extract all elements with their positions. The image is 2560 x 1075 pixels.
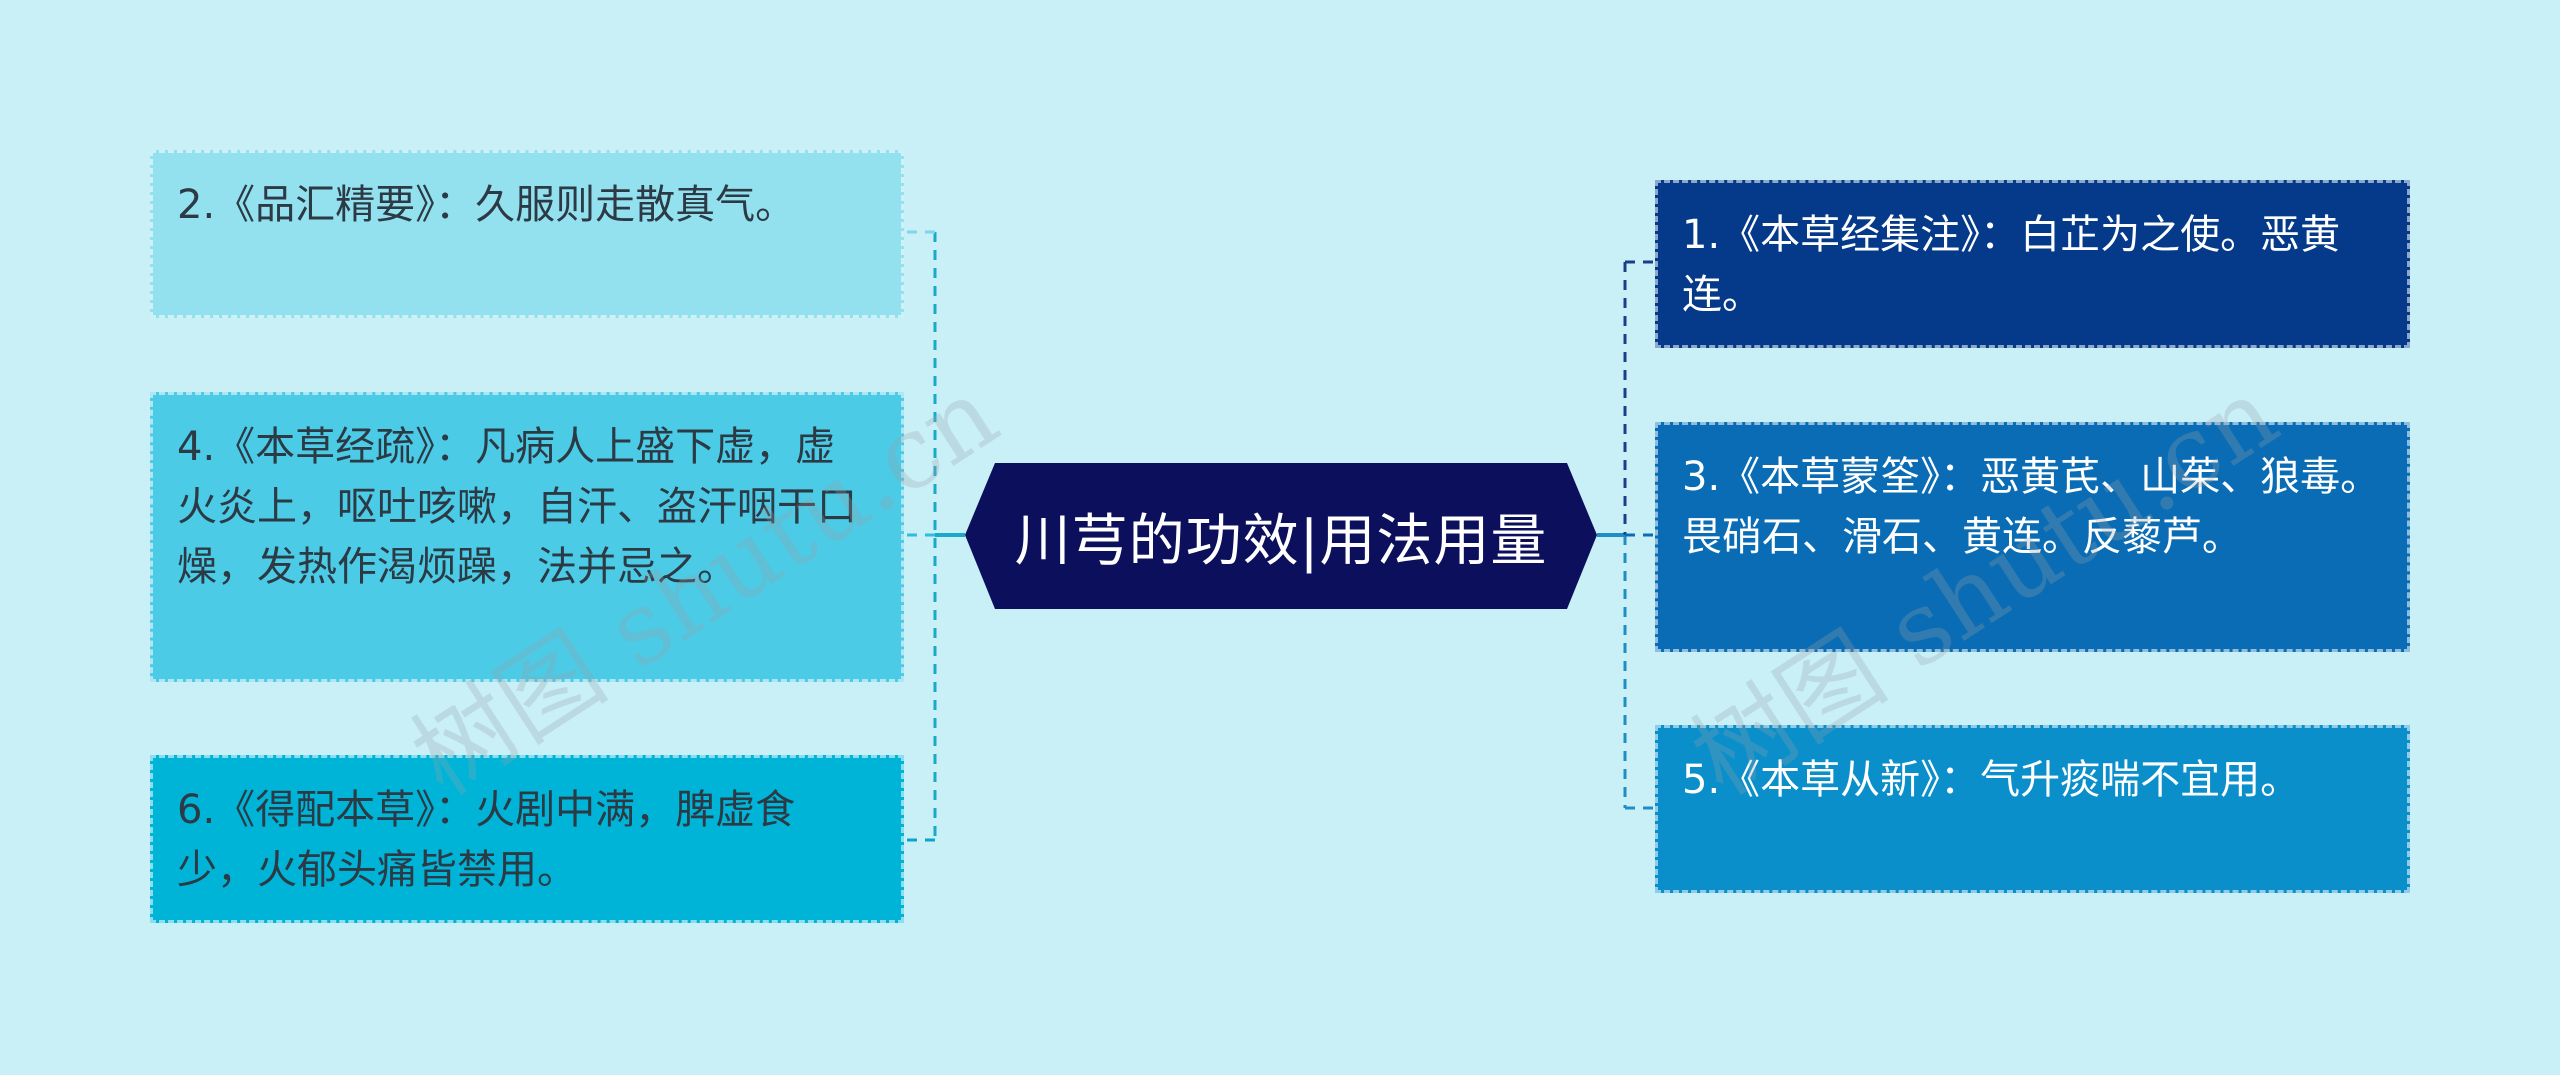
left-node-4[interactable]: 4.《本草经疏》：凡病人上盛下虚，虚火炎上，呕吐咳嗽，自汗、盗汗咽干口燥，发热作… [150, 392, 904, 682]
right-node-3[interactable]: 3.《本草蒙筌》：恶黄芪、山茱、狼毒。畏硝石、滑石、黄连。反藜芦。 [1655, 422, 2410, 652]
right-node-5[interactable]: 5.《本草从新》：气升痰喘不宜用。 [1655, 725, 2410, 893]
left-node-2[interactable]: 2.《品汇精要》：久服则走散真气。 [150, 150, 904, 318]
center-node-title[interactable]: 川芎的功效|用法用量 [1014, 508, 1548, 574]
left-node-6[interactable]: 6.《得配本草》：火剧中满，脾虚食少，火郁头痛皆禁用。 [150, 755, 904, 923]
center-node-shape [965, 463, 1597, 609]
right-node-1[interactable]: 1.《本草经集注》：白芷为之使。恶黄连。 [1655, 180, 2410, 348]
